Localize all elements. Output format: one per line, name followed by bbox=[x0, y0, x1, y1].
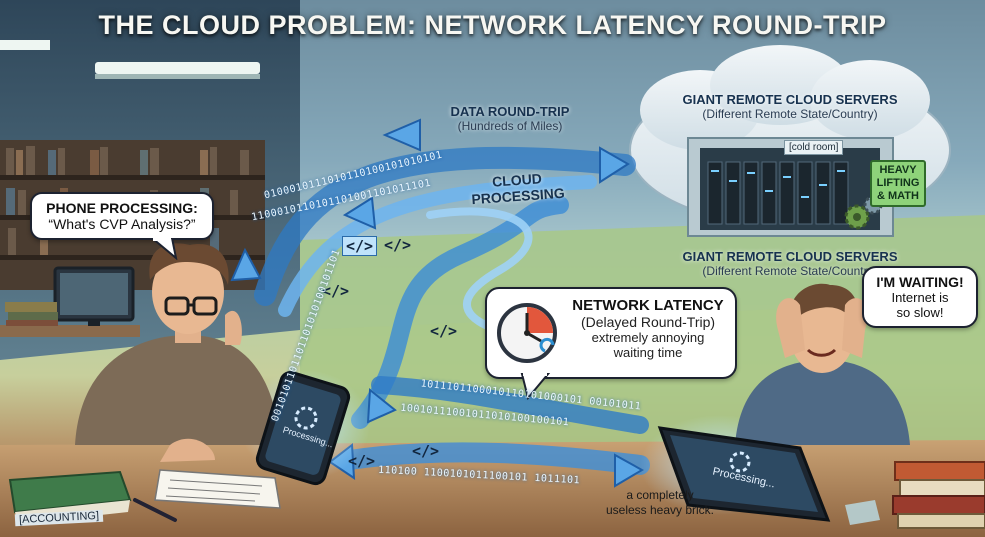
servers-bottom-title: GIANT REMOTE CLOUD SERVERS bbox=[682, 249, 898, 264]
latency-text: NETWORK LATENCY (Delayed Round-Trip) ext… bbox=[565, 297, 731, 360]
heavy-lifting-sign: HEAVY LIFTING & MATH bbox=[870, 160, 926, 207]
code-tag: </> bbox=[412, 442, 440, 460]
clock-icon bbox=[497, 303, 557, 363]
latency-title: NETWORK LATENCY bbox=[572, 297, 724, 314]
heavy-line-3: & MATH bbox=[877, 190, 919, 202]
network-latency-bubble: NETWORK LATENCY (Delayed Round-Trip) ext… bbox=[485, 287, 737, 379]
latency-bubble-tail bbox=[520, 372, 551, 400]
phone-right bbox=[657, 426, 831, 522]
phone-processing-title: PHONE PROCESSING: bbox=[46, 200, 198, 216]
code-tag: </> bbox=[430, 322, 458, 340]
heavy-line-2: LIFTING bbox=[876, 177, 920, 189]
code-tag: </> bbox=[384, 236, 412, 254]
student-right bbox=[735, 283, 910, 445]
code-tag: </> bbox=[342, 236, 378, 256]
servers-bottom-subtitle: (Different Remote State/Country) bbox=[702, 264, 878, 278]
latency-line-2: waiting time bbox=[613, 345, 683, 360]
heavy-line-1: HEAVY bbox=[879, 164, 917, 176]
brick-line-2: useless heavy brick. bbox=[605, 503, 715, 517]
servers-top-subtitle: (Different Remote State/Country) bbox=[702, 107, 878, 121]
cold-room-tag: [cold room] bbox=[784, 140, 844, 155]
servers-top-label: GIANT REMOTE CLOUD SERVERS (Different Re… bbox=[670, 92, 910, 121]
phone-left bbox=[255, 370, 351, 486]
code-tag: </> bbox=[348, 452, 376, 470]
data-round-trip-title: DATA ROUND-TRIP bbox=[450, 104, 570, 119]
waiting-bubble: I'M WAITING! Internet is so slow! bbox=[862, 266, 978, 328]
waiting-title: I'M WAITING! bbox=[876, 274, 964, 290]
page-title: THE CLOUD PROBLEM: NETWORK LATENCY ROUND… bbox=[98, 10, 887, 40]
phone-processing-bubble: PHONE PROCESSING: “What's CVP Analysis?” bbox=[30, 192, 214, 240]
latency-subtitle: (Delayed Round-Trip) bbox=[580, 314, 716, 330]
latency-line-1: extremely annoying bbox=[591, 330, 705, 345]
brick-line-1: a completely bbox=[626, 488, 694, 502]
data-round-trip-subtitle: (Hundreds of Miles) bbox=[457, 119, 563, 133]
servers-top-title: GIANT REMOTE CLOUD SERVERS bbox=[682, 92, 898, 107]
waiting-line-1: Internet is bbox=[891, 290, 949, 305]
student-left bbox=[75, 243, 280, 462]
waiting-line-2: so slow! bbox=[896, 305, 944, 320]
phone-bubble-tail bbox=[150, 238, 178, 260]
code-tag: </> bbox=[322, 282, 350, 300]
data-round-trip-label: DATA ROUND-TRIP (Hundreds of Miles) bbox=[425, 104, 595, 133]
servers-bottom-label: GIANT REMOTE CLOUD SERVERS (Different Re… bbox=[670, 249, 910, 278]
phone-processing-question: “What's CVP Analysis?” bbox=[48, 216, 196, 232]
book-stack bbox=[892, 461, 985, 529]
brick-caption: a completely useless heavy brick. bbox=[595, 488, 725, 518]
